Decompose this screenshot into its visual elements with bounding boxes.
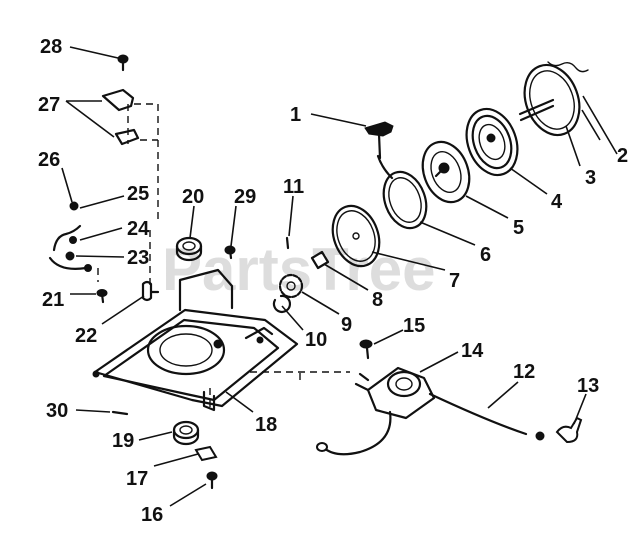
callout-10: 10: [305, 329, 327, 351]
callout-8: 8: [372, 289, 383, 311]
callout-22: 22: [75, 325, 97, 347]
callout-23: 23: [127, 247, 149, 269]
ignition-module-part: [250, 366, 436, 456]
recoil-spring-part: [465, 107, 519, 177]
watermark: PartsTree: [162, 236, 436, 303]
lead-terminal-part: [535, 431, 545, 441]
callout-7: 7: [449, 270, 460, 292]
callout-4: 4: [551, 191, 563, 213]
high-tension-lead-part: [428, 392, 528, 436]
plate-17-part: [194, 445, 218, 462]
spark-plug-boot-part: [555, 416, 583, 444]
callout-30: 30: [46, 400, 68, 422]
gear-part: [278, 273, 304, 299]
pin-part: [285, 236, 290, 250]
callout-5: 5: [513, 217, 524, 239]
callout-27: 27: [38, 94, 60, 116]
bearing-lower-part: [172, 420, 200, 446]
callout-20: 20: [182, 186, 204, 208]
screw-29-part: [224, 245, 236, 260]
callout-14: 14: [461, 340, 484, 362]
base-frame-part: [92, 230, 299, 412]
callout-28: 28: [40, 36, 62, 58]
callout-9: 9: [341, 314, 352, 336]
wire-harness-part: [48, 201, 92, 272]
callout-labels: 1 2 3 4 5 6 7 8 9 10 11 12 13 14 15 16 1…: [38, 36, 628, 526]
callout-25: 25: [127, 183, 149, 205]
friction-plate-part: [331, 204, 381, 268]
callout-17: 17: [126, 468, 148, 490]
starter-rope-part: [376, 154, 428, 230]
connector-22-part: [141, 280, 160, 302]
pin-30-part: [111, 410, 129, 416]
starter-handle-part: [364, 121, 394, 160]
rewind-cover-part: [518, 61, 589, 137]
callout-12: 12: [513, 361, 535, 383]
pulley-part: [421, 140, 471, 204]
callout-29: 29: [234, 186, 256, 208]
callout-6: 6: [480, 244, 491, 266]
screw-21-part: [96, 289, 108, 304]
screw-15-part: [359, 339, 373, 360]
spring-clip-part: [310, 250, 330, 270]
callout-26: 26: [38, 149, 60, 171]
callout-13: 13: [577, 375, 599, 397]
leader-lines: [61, 46, 618, 507]
bearing-upper-part: [175, 236, 203, 262]
callout-19: 19: [112, 430, 134, 452]
callout-1: 1: [290, 104, 301, 126]
callout-24: 24: [127, 218, 150, 240]
screw-16-part: [206, 471, 218, 490]
callout-2: 2: [617, 145, 628, 167]
callout-21: 21: [42, 289, 64, 311]
bracket-assembly-part: [101, 54, 159, 224]
callout-18: 18: [255, 414, 277, 436]
callout-16: 16: [141, 504, 163, 526]
callout-15: 15: [403, 315, 425, 337]
callout-3: 3: [585, 167, 596, 189]
callout-11: 11: [283, 176, 304, 198]
